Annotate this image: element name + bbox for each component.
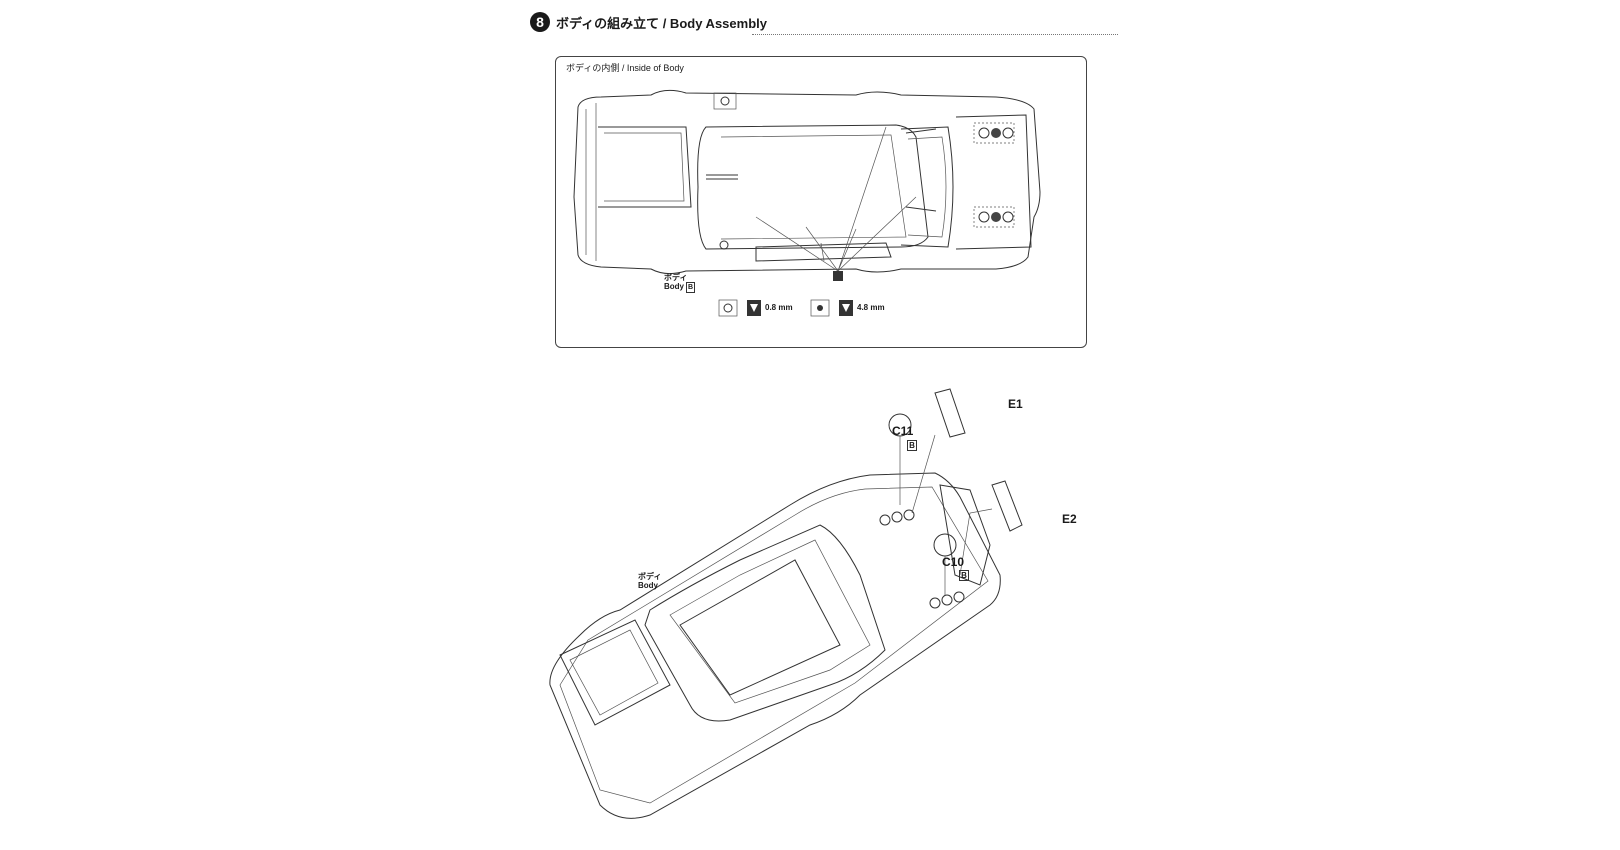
step-header: 8 ボディの組み立て / Body Assembly [530, 12, 1118, 40]
part-label-c10: C10 [942, 555, 965, 569]
part-label-e1: E1 [1008, 397, 1023, 411]
part-label-c11: C11 [892, 424, 914, 438]
main-body-label-en: Body [638, 581, 658, 590]
drill-legend: 0.8 mm 4.8 mm [718, 297, 919, 321]
main-body-label: ボディ Body [638, 572, 661, 590]
car-assembly-drawing [549, 388, 1023, 819]
body-label-en: Body [664, 282, 684, 291]
inset-title: ボディの内側 / Inside of Body [566, 63, 684, 73]
step-title: ボディの組み立て / Body Assembly [556, 16, 767, 31]
body-label-ja: ボディ [664, 273, 688, 282]
part-sub-c11: B [907, 440, 917, 451]
part-sub-c10: B [959, 570, 969, 581]
drill-legend-icons [718, 299, 853, 317]
main-body-label-ja: ボディ [638, 572, 662, 581]
drill-small-size: 0.8 mm [765, 303, 793, 312]
car-top-view-drawing [573, 89, 1041, 281]
step-number-badge: 8 [530, 12, 550, 32]
inside-of-body-panel: ボディの内側 / Inside of Body ボ [555, 56, 1087, 348]
part-label-e2: E2 [1062, 512, 1077, 526]
header-divider [752, 34, 1118, 35]
body-letter: B [686, 282, 696, 293]
drill-large-size: 4.8 mm [857, 303, 885, 312]
